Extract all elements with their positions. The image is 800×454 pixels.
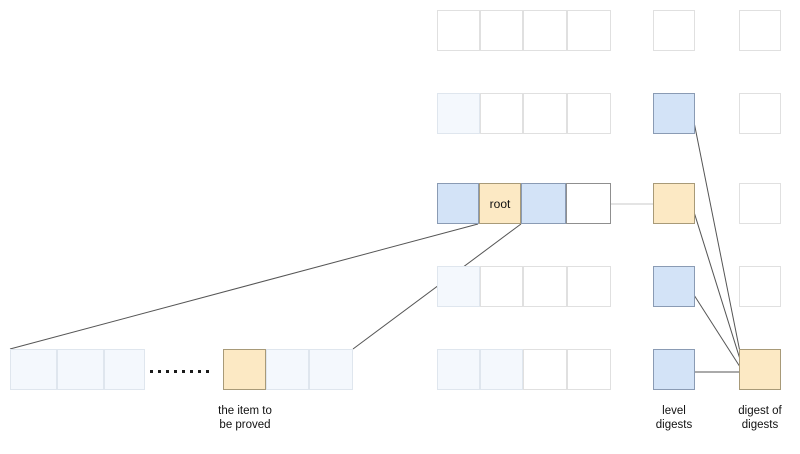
row-2-digest-of-digests[interactable] (739, 93, 781, 134)
row-5-digest-of-digests[interactable] (739, 349, 781, 390)
ellipsis-dot (166, 370, 169, 373)
row-3-level-digest[interactable] (653, 183, 695, 224)
row-5-cell-2[interactable] (480, 349, 523, 390)
row-3-digest-of-digests[interactable] (739, 183, 781, 224)
row-4-cell-4[interactable] (567, 266, 611, 307)
caption-digest-of-digests: digest of digests (738, 405, 782, 431)
caption-level-digests: level digests (655, 405, 693, 431)
root-label: root (489, 196, 511, 211)
leaf-cell-3[interactable] (104, 349, 145, 390)
row-5-cell-1[interactable] (437, 349, 480, 390)
row-3-cell-3[interactable] (521, 183, 566, 224)
ellipsis-dot (150, 370, 153, 373)
leaf-cell-2[interactable] (57, 349, 104, 390)
row-4-digest-of-digests[interactable] (739, 266, 781, 307)
row-5-cell-4[interactable] (567, 349, 611, 390)
row-2-level-digest[interactable] (653, 93, 695, 134)
row-2-cell-3[interactable] (523, 93, 567, 134)
leaf-cell-proved-item[interactable] (223, 349, 266, 390)
ellipsis-dot (182, 370, 185, 373)
row-2-cell-1[interactable] (437, 93, 480, 134)
row-1-level-digest[interactable] (653, 10, 695, 51)
ellipsis-dot (190, 370, 193, 373)
row-5-cell-3[interactable] (523, 349, 567, 390)
row-1-cell-1[interactable] (437, 10, 480, 51)
row-1-cell-2[interactable] (480, 10, 523, 51)
ellipsis-dot (198, 370, 201, 373)
caption-item-to-be-proved: the item to be proved (218, 405, 272, 431)
row-2-cell-4[interactable] (567, 93, 611, 134)
leaf-cell-1[interactable] (10, 349, 57, 390)
row-3-cell-4[interactable] (566, 183, 611, 224)
ellipsis-dot (206, 370, 209, 373)
leaf-cell-6[interactable] (309, 349, 353, 390)
row-4-cell-2[interactable] (480, 266, 523, 307)
row-3-cell-1[interactable] (437, 183, 479, 224)
row-4-cell-1[interactable] (437, 266, 480, 307)
row-4-cell-3[interactable] (523, 266, 567, 307)
row-4-level-digest[interactable] (653, 266, 695, 307)
leaf-ellipsis (150, 370, 214, 373)
ellipsis-dot (158, 370, 161, 373)
row-1-digest-of-digests[interactable] (739, 10, 781, 51)
row-1-cell-4[interactable] (567, 10, 611, 51)
row-5-level-digest[interactable] (653, 349, 695, 390)
row-2-cell-2[interactable] (480, 93, 523, 134)
leaf-cell-5[interactable] (266, 349, 309, 390)
ellipsis-dot (174, 370, 177, 373)
row-3-cell-root[interactable]: root (479, 183, 521, 224)
row-1-cell-3[interactable] (523, 10, 567, 51)
